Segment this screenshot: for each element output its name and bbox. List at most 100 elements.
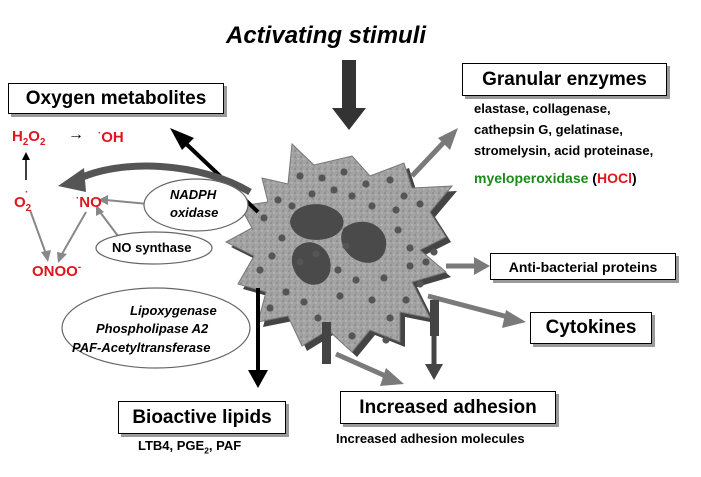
h2o2-label: H2O2 — [12, 128, 45, 148]
h2o2-h: H — [12, 128, 23, 145]
activating-stimuli-title: Activating stimuli — [226, 22, 427, 49]
arrow-to-adhesion-left — [334, 351, 392, 381]
h2o2-o: O — [28, 128, 40, 145]
arrow-to-granular — [410, 138, 448, 178]
o2-to-h2o2-arrow-head — [22, 152, 30, 160]
granule-15 — [314, 314, 322, 322]
granule-25 — [392, 206, 400, 214]
lipids-a: LTB4, PGE — [138, 438, 205, 453]
arrow-to-oxygen-head — [170, 128, 194, 150]
granule-0 — [296, 172, 304, 180]
nos-to-no-arrow-head — [96, 205, 104, 216]
h2o2-to-oh-arrow: → — [68, 126, 84, 143]
arrow-to-cytokines-head — [502, 310, 526, 328]
granule-29 — [308, 190, 316, 198]
cytokines-box: Cytokines — [530, 312, 652, 344]
granule-11 — [256, 266, 264, 274]
granular-list-2: cathepsin G, gelatinase, — [474, 122, 623, 137]
arrow-to-granular-head — [438, 128, 458, 150]
granule-2 — [340, 168, 348, 176]
neutrophil-cell — [224, 142, 454, 353]
increased-adhesion-box: Increased adhesion — [340, 391, 556, 424]
nadph-to-o2-arrow — [74, 162, 252, 196]
no-to-onoo-arrow — [61, 211, 87, 255]
granule-16 — [336, 292, 344, 300]
nucleus-lobe-left — [291, 242, 331, 285]
nadph-label: NADPH — [170, 187, 217, 202]
granule-13 — [266, 304, 274, 312]
granule-38 — [288, 202, 296, 210]
granule-34 — [430, 248, 438, 256]
o2-o: O — [14, 194, 26, 211]
adhesion-molecules-label: Increased adhesion molecules — [336, 431, 525, 446]
granule-23 — [406, 244, 414, 252]
lipids-list: LTB4, PGE2, PAF — [138, 438, 241, 456]
no-synthase-label: NO synthase — [112, 240, 192, 255]
granule-7 — [274, 196, 282, 204]
granular-list-1: elastase, collagenase, — [474, 101, 611, 116]
cell-granules — [256, 168, 438, 344]
o2-to-onoo-arrow-head — [41, 250, 51, 262]
no-synthase-ellipse — [95, 231, 213, 265]
nos-to-no-arrow — [99, 211, 119, 237]
granule-33 — [406, 262, 414, 270]
bioactive-lipids-box: Bioactive lipids — [118, 401, 286, 434]
arrow-to-antibacterial-head — [474, 257, 490, 275]
stimuli-arrow — [332, 60, 366, 130]
oxygen-metabolites-box: Oxygen metabolites — [8, 83, 224, 114]
antibacterial-proteins-box: Anti-bacterial proteins — [490, 253, 676, 280]
granule-27 — [348, 192, 356, 200]
granule-18 — [368, 296, 376, 304]
nucleus-lobe-right — [341, 221, 387, 263]
o2-radical-dot: · — [25, 187, 29, 198]
granule-35 — [382, 336, 390, 344]
granular-list-3: stromelysin, acid proteinase, — [474, 143, 654, 158]
arrow-to-lipids-head — [248, 370, 268, 388]
nadph-oxidase-ellipse — [143, 178, 249, 232]
granule-9 — [278, 234, 286, 242]
granule-28 — [330, 186, 338, 194]
o2-to-onoo-arrow — [29, 209, 47, 255]
granule-36 — [348, 332, 356, 340]
granular-enzymes-box: Granular enzymes — [462, 63, 667, 96]
granule-3 — [362, 180, 370, 188]
paf-acetyltransferase-label: PAF-Acetyltransferase — [72, 340, 211, 355]
oh-text: OH — [101, 129, 124, 146]
h2o2-sub1: 2 — [22, 137, 29, 148]
pge-sub: 2 — [204, 445, 209, 456]
granule-37 — [296, 258, 304, 266]
arrow-to-adhesion-right-head — [425, 364, 443, 380]
granule-6 — [416, 200, 424, 208]
granule-19 — [386, 314, 394, 322]
oxidase-label: oxidase — [170, 205, 219, 220]
onoo-charge: - — [77, 262, 82, 273]
lipid-enzymes-ellipse — [61, 287, 251, 369]
lipids-b: , PAF — [208, 438, 242, 453]
granule-30 — [342, 242, 350, 250]
granule-1 — [318, 174, 326, 182]
granule-20 — [402, 296, 410, 304]
arrow-to-adhesion-left-head — [380, 368, 404, 386]
nadph-to-no-arrow-head — [98, 195, 108, 205]
granule-39 — [312, 250, 320, 258]
granule-24 — [394, 226, 402, 234]
nucleus-lobe-upper — [290, 204, 344, 240]
granule-17 — [352, 276, 360, 284]
mpo-open-paren: ( — [592, 170, 597, 186]
no-to-onoo-arrow-head — [57, 252, 67, 263]
hydroxyl-label: ·OH — [98, 128, 124, 146]
superoxide-label: O2 · — [14, 187, 34, 214]
granule-21 — [416, 280, 424, 288]
granule-32 — [380, 274, 388, 282]
granule-31 — [334, 266, 342, 274]
no-text: NO — [79, 194, 102, 211]
granule-5 — [400, 192, 408, 200]
adhesion-post-left — [322, 322, 331, 364]
granule-10 — [268, 252, 276, 260]
arrow-to-cytokines — [427, 293, 513, 321]
granule-8 — [260, 214, 268, 222]
o2-sub: 2 — [25, 203, 32, 214]
myeloperoxidase-label: myeloperoxidase — [474, 170, 589, 186]
granule-22 — [422, 258, 430, 266]
